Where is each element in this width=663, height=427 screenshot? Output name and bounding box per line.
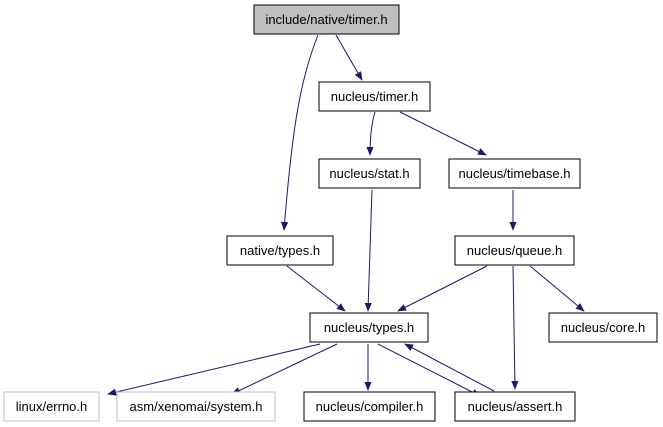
edge-queue-to-nucleus-types	[397, 265, 488, 312]
edge-queue-to-core	[529, 265, 585, 312]
node-nucleus-assert-h[interactable]: nucleus/assert.h	[454, 391, 576, 422]
edge-nucleus-timer-to-stat	[366, 111, 376, 156]
edge-nucleus-types-to-errno	[107, 343, 321, 396]
nodes-layer: include/native/timer.h nucleus/timer.h n…	[3, 4, 658, 422]
edge-stat-to-nucleus-types	[364, 189, 373, 312]
node-nucleus-timebase-h[interactable]: nucleus/timebase.h	[448, 158, 581, 189]
node-asm-xenomai-system-h: asm/xenomai/system.h	[116, 391, 276, 422]
node-label: nucleus/stat.h	[329, 166, 409, 181]
node-label: asm/xenomai/system.h	[130, 399, 263, 414]
node-nucleus-core-h[interactable]: nucleus/core.h	[548, 312, 658, 343]
node-label: nucleus/core.h	[561, 320, 646, 335]
node-nucleus-queue-h[interactable]: nucleus/queue.h	[454, 235, 575, 266]
edge-root-to-nucleus-timer	[335, 34, 363, 81]
edge-assert-to-nucleus-types	[404, 343, 495, 392]
edges-layer	[107, 34, 585, 397]
node-label: nucleus/compiler.h	[316, 399, 424, 414]
edge-nucleus-types-to-assert	[377, 343, 481, 397]
node-include-native-timer-h[interactable]: include/native/timer.h	[253, 4, 400, 35]
edge-nucleus-types-to-asm	[231, 343, 338, 395]
node-nucleus-timer-h[interactable]: nucleus/timer.h	[318, 81, 431, 112]
node-label: nucleus/assert.h	[468, 399, 563, 414]
edge-root-to-native-types	[281, 34, 319, 231]
node-label: nucleus/types.h	[324, 320, 414, 335]
edge-native-types-to-nucleus-types	[286, 265, 346, 312]
node-label: nucleus/timebase.h	[458, 166, 570, 181]
node-nucleus-types-h[interactable]: nucleus/types.h	[309, 312, 429, 343]
edge-queue-to-assert	[511, 265, 519, 390]
node-nucleus-stat-h[interactable]: nucleus/stat.h	[318, 158, 421, 189]
node-label: nucleus/queue.h	[467, 243, 562, 258]
node-label: include/native/timer.h	[265, 12, 387, 27]
node-nucleus-compiler-h[interactable]: nucleus/compiler.h	[303, 391, 436, 422]
node-native-types-h[interactable]: native/types.h	[226, 235, 334, 266]
node-label: nucleus/timer.h	[331, 89, 418, 104]
node-label: native/types.h	[240, 243, 320, 258]
edge-nucleus-timer-to-timebase	[399, 111, 487, 156]
node-label: linux/errno.h	[16, 399, 88, 414]
node-linux-errno-h: linux/errno.h	[3, 391, 100, 422]
